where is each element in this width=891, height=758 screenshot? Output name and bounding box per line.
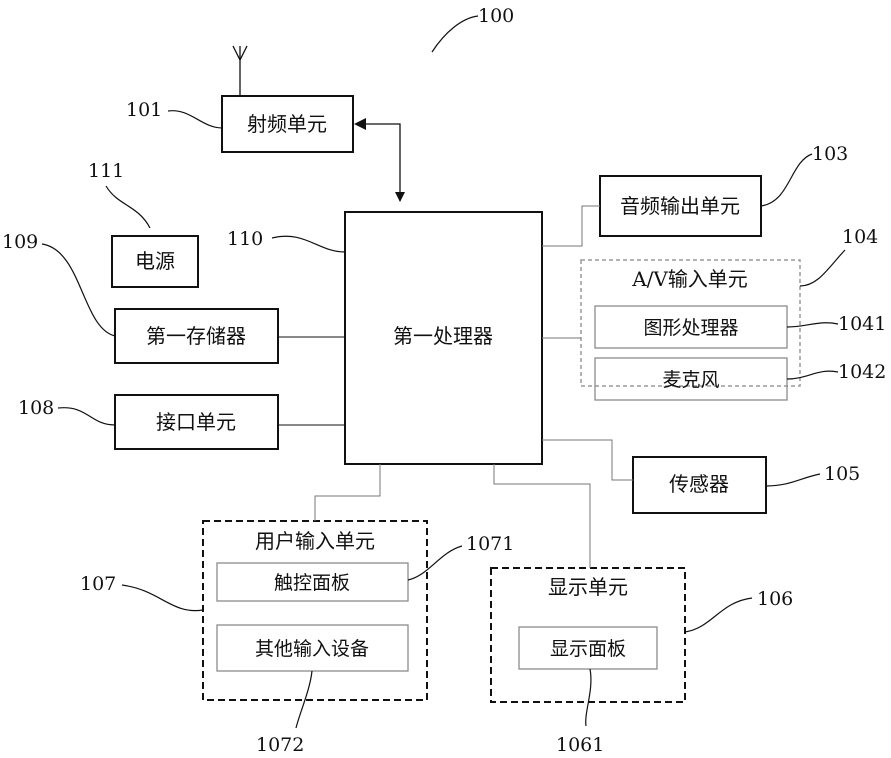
processor-leader	[272, 236, 345, 252]
microphone-label: 麦克风	[662, 369, 719, 391]
memory-ref: 109	[2, 231, 38, 253]
power-ref: 111	[88, 160, 124, 182]
figure-number: 100	[478, 5, 514, 27]
graphics-processor-leader	[787, 323, 838, 327]
audio-processor-connector	[542, 206, 600, 246]
user-input-unit-leader	[122, 585, 203, 611]
interface-unit-label: 接口单元	[156, 410, 236, 434]
display-unit-label: 显示单元	[548, 575, 628, 599]
sensor-leader	[766, 474, 820, 486]
av-input-unit-leader	[800, 250, 845, 286]
memory-leader	[42, 244, 115, 336]
rf-processor-connector	[364, 124, 400, 201]
audio-output-unit-leader	[761, 154, 812, 206]
rf-unit-label: 射频单元	[247, 112, 327, 136]
processor-label: 第一处理器	[393, 324, 493, 348]
other-input-devices-label: 其他输入设备	[255, 638, 369, 660]
display-panel-leader	[586, 669, 591, 726]
touch-panel-ref: 1071	[466, 533, 514, 555]
user-input-processor-connector	[315, 464, 380, 521]
rf-unit-ref: 101	[126, 99, 162, 121]
sensor-label: 传感器	[669, 472, 729, 496]
sensor-processor-connector	[542, 440, 633, 480]
touch-panel-leader	[408, 546, 462, 580]
microphone-ref: 1042	[838, 361, 886, 383]
processor-ref: 110	[227, 228, 263, 250]
power-leader	[106, 186, 150, 228]
microphone-leader	[787, 371, 838, 379]
other-input-devices-ref: 1072	[256, 734, 304, 756]
sensor-ref: 105	[824, 463, 860, 485]
display-panel-ref: 1061	[556, 734, 604, 756]
user-input-unit-ref: 107	[80, 573, 116, 595]
audio-output-unit-ref: 103	[812, 143, 848, 165]
display-panel-label: 显示面板	[550, 638, 626, 660]
rf-arrowhead	[354, 118, 366, 130]
graphics-processor-ref: 1041	[838, 313, 886, 335]
display-unit-ref: 106	[757, 588, 793, 610]
interface-unit-ref: 108	[18, 397, 54, 419]
power-label: 电源	[135, 249, 175, 273]
av-input-unit-ref: 104	[842, 226, 878, 248]
memory-label: 第一存储器	[146, 324, 246, 348]
audio-output-unit-label: 音频输出单元	[620, 194, 740, 218]
graphics-processor-label: 图形处理器	[643, 317, 738, 339]
user-input-unit-label: 用户输入单元	[255, 529, 375, 553]
display-unit-leader	[685, 598, 752, 632]
touch-panel-label: 触控面板	[274, 572, 350, 594]
rf-unit-leader	[168, 111, 222, 128]
antenna-icon	[233, 46, 247, 95]
figure-number-leader	[432, 16, 478, 52]
av-input-unit-label: A/V输入单元	[631, 267, 748, 291]
interface-unit-leader	[58, 408, 115, 425]
